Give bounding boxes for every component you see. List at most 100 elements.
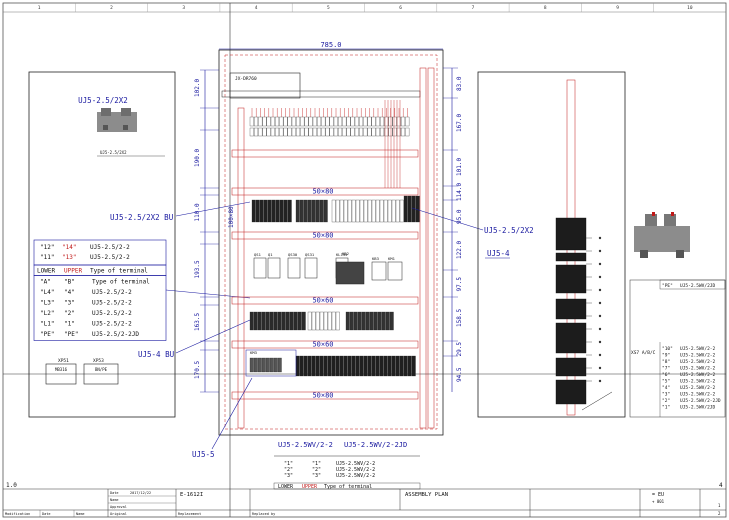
terminal-cell (296, 127, 301, 137)
terminal-cell (270, 116, 275, 127)
bottom-legend-header: UPPER (302, 484, 318, 490)
terminal-block-dark (269, 357, 274, 373)
terminal-block-dark (361, 311, 366, 331)
terminal-block-dark (251, 199, 256, 223)
right-table-value: UJ5-2.5WV/2-2 (680, 359, 716, 365)
xp53-box (83, 363, 119, 385)
terminal-block-dark (369, 311, 374, 331)
legend-cell-type: UJ5-2.5/2-2JD (92, 331, 139, 338)
terminal-cell (363, 127, 368, 137)
terminal-cell (254, 116, 259, 127)
terminal-cell (363, 116, 368, 127)
terminal-cell (300, 127, 305, 137)
column-number: 3 (182, 5, 185, 11)
legend-leader (165, 289, 251, 299)
terminal-block-dark (385, 311, 390, 331)
tb-date-b: Date (110, 491, 118, 495)
dim-value: 158.5 (456, 309, 463, 327)
tb-name-a: Name (76, 512, 84, 516)
terminal-block-dark (287, 199, 292, 223)
dim-value: 193.5 (194, 260, 201, 278)
breaker (304, 257, 318, 279)
dim-value: 170.5 (194, 361, 201, 379)
right-dimension-group: 83.0167.0101.0114.095.0122.097.5158.529.… (443, 67, 463, 392)
terminal-cell (315, 311, 320, 331)
legend-cell-type: UJ5-2.5/2-2 (92, 321, 132, 328)
tb-replacement: Replacement (178, 512, 201, 516)
breaker (287, 257, 301, 279)
terminal-block-dark (277, 357, 282, 373)
terminal-block-dark (311, 199, 316, 223)
terminal-block-dark (249, 311, 254, 331)
terminal-cell (380, 127, 385, 137)
legend-cell-type: UJ5-2.5/2-2 (92, 289, 132, 296)
duct-horizontal (231, 187, 419, 196)
right-table-key: "1" (662, 405, 670, 411)
terminal-block-dark (355, 355, 360, 377)
side-terminal-block (555, 357, 587, 377)
right-table-value: UJ5-2.5WV/2-2 (680, 366, 716, 372)
terminal-block-dark (283, 199, 288, 223)
side-terminal-point (598, 353, 602, 357)
terminal-cell (405, 116, 410, 127)
terminal-cell (401, 127, 406, 137)
terminal-block-dark (271, 199, 276, 223)
terminal-block-dark (335, 355, 340, 377)
legend-cell-lower: "L4" (40, 289, 54, 296)
terminal-cell (371, 199, 376, 223)
tb-original: Original (110, 512, 127, 516)
contactor-label: KM1 (388, 256, 396, 261)
terminal-block-dark (273, 357, 278, 373)
callout-right-lower: UJ5-4 (487, 249, 510, 258)
callout-bottom-left-leader (211, 377, 253, 450)
terminal-cell (329, 116, 334, 127)
terminal-block-dark (339, 355, 344, 377)
bottom-legend-header: Type of terminal (324, 484, 372, 490)
right-table-key: "9" (662, 353, 670, 359)
tb-replaced-by: Replaced by (252, 512, 275, 516)
xp51-sub: MB316 (55, 367, 68, 372)
right-table-value: UJ5-2.5WV/2-2 (680, 353, 716, 359)
label-box-text: JX-DR760 (235, 76, 257, 82)
xp51-label: XP51 (58, 358, 69, 364)
column-number: 9 (616, 5, 619, 11)
legend-cell-type: UJ5-2.5/2-2 (92, 310, 132, 317)
terminal-cell (354, 116, 359, 127)
terminal-cell (312, 127, 317, 137)
terminal-block-dark (399, 355, 404, 377)
terminal-block-dark (289, 311, 294, 331)
terminal-block-dark (265, 357, 270, 373)
terminal-block-dark (297, 311, 302, 331)
terminal-cell (327, 311, 332, 331)
terminal-block-dark (351, 355, 356, 377)
callout-left-upper-leader (175, 201, 251, 217)
side-terminal-block (555, 264, 587, 294)
duct-size-label: 50×60 (312, 297, 333, 305)
column-number: 8 (544, 5, 547, 11)
duct-horizontal (231, 231, 419, 240)
terminal-block-dark (273, 311, 278, 331)
terminal-cell (379, 199, 384, 223)
callout-left-upper: UJ5-2.5/2X2 BU (110, 213, 173, 222)
dim-value: 122.0 (456, 241, 463, 259)
dim-value: 101.0 (456, 158, 463, 176)
xp53-label: XP53 (93, 358, 104, 364)
terminal-block-dark (299, 355, 304, 377)
tb-date-value: 2017/12/22 (130, 491, 151, 495)
terminal-block-dark (319, 199, 324, 223)
right-table-key: "3" (662, 392, 670, 398)
bottom-legend-cell: UJ5-2.5WV/2-2 (336, 461, 375, 467)
terminal-cell (339, 199, 344, 223)
terminal-block-dark (253, 311, 258, 331)
legend-cell-lower: "L1" (40, 321, 54, 328)
terminal-block-dark (391, 355, 396, 377)
legend-header-cell: UPPER (64, 268, 82, 275)
terminal-block-dark (275, 199, 280, 223)
terminal-cell (262, 127, 267, 137)
terminal-block-dark (259, 199, 264, 223)
duct-horizontal (231, 149, 419, 158)
legend-cell-upper: "4" (64, 289, 75, 296)
